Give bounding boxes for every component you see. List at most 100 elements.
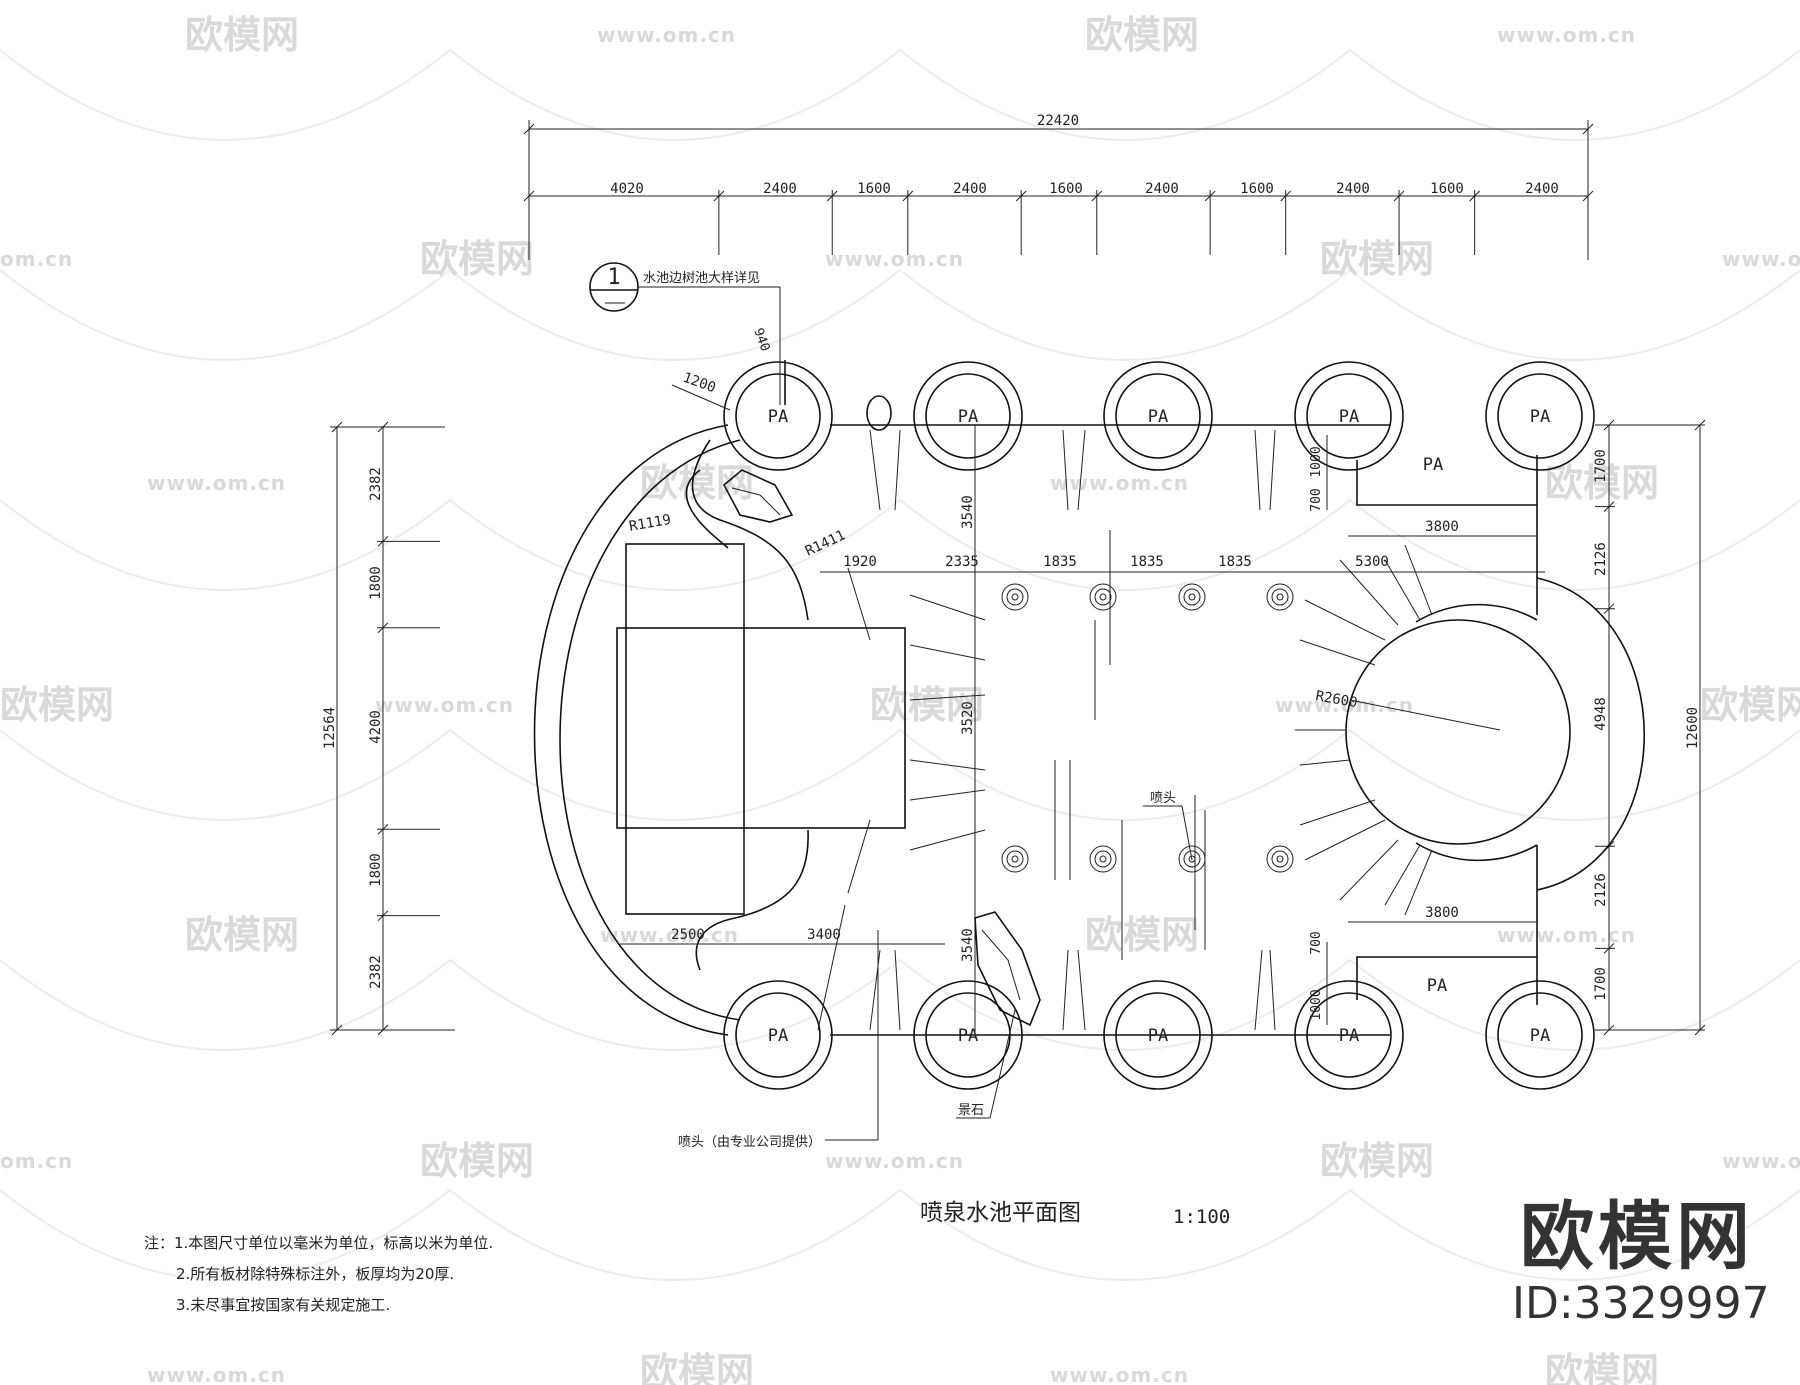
spray-line [1269, 949, 1276, 1031]
nozzle-ring [1271, 850, 1289, 868]
nozzle-group [1001, 583, 1294, 873]
spray-line [1404, 849, 1433, 916]
wm-brand: 欧模网 [185, 913, 299, 957]
planter-label: PA [1530, 407, 1550, 427]
planter: PA [1294, 361, 1404, 471]
dim-slash [377, 535, 389, 547]
dim-top: 1600 [1240, 181, 1274, 197]
spray-line [847, 819, 871, 894]
dim-top: 1600 [1049, 181, 1083, 197]
nozzle-core [1099, 855, 1107, 863]
nozzle [1266, 845, 1294, 873]
dim-slash [1603, 943, 1615, 954]
planter-label: PA [958, 407, 978, 427]
planter-outer-ring [1103, 361, 1213, 471]
planter-outer-ring [1103, 980, 1213, 1090]
wm-url: www.om.cn [1722, 1149, 1800, 1173]
planter-label: PA [1148, 407, 1168, 427]
inner-dimensions: 1920 2335 1835 1835 1835 5300 2500 3400 … [620, 326, 1545, 1035]
spray-line [1299, 799, 1376, 826]
dim-slash [1603, 603, 1615, 615]
dim-left: 4200 [368, 710, 384, 744]
wm-url: www.om.cn [1050, 471, 1189, 495]
spray-line [894, 949, 901, 1031]
wm-brand: 欧模网 [420, 1139, 534, 1183]
wm-url: om.cn [0, 1149, 73, 1173]
planter: PA [723, 980, 833, 1090]
spray-line [1339, 559, 1399, 626]
note-line: 2.所有板材除特殊标注外，板厚均为20厚. [176, 1265, 455, 1283]
dim-slash [377, 1024, 389, 1036]
dim-inner: 1835 [1043, 554, 1077, 570]
dim-slash [1603, 501, 1615, 512]
spray-line [909, 694, 986, 701]
spray-line [1077, 429, 1086, 511]
wm-brand: 欧模网 [1320, 237, 1434, 281]
dim-slash [377, 421, 389, 433]
radius-label: R1119 [628, 512, 672, 535]
dim-overall-left: 12564 [322, 707, 338, 749]
nozzle-ring [1001, 845, 1029, 873]
wm-brand: 欧模网 [1085, 13, 1199, 57]
drawing-title: 喷泉水池平面图 [920, 1200, 1081, 1226]
spray-line [1077, 949, 1086, 1031]
dim-top: 1600 [1430, 181, 1464, 197]
spray-line [1062, 949, 1069, 1031]
dim-slash [902, 190, 914, 202]
planter: PA [1485, 361, 1595, 471]
planter-outer-ring [1485, 980, 1595, 1090]
wm-brand: 欧模网 [870, 683, 984, 727]
dim-left: 2382 [368, 955, 384, 989]
nozzle-ring [1178, 583, 1206, 611]
dim-inner: 3400 [807, 927, 841, 943]
spray-line [1304, 599, 1386, 641]
wm-brand: 欧模网 [420, 237, 534, 281]
left-dimension-chain: 12564 2382 1800 4200 1800 2382 [322, 421, 455, 1036]
nozzle-label: 喷头 [1150, 791, 1176, 806]
nozzle [1178, 583, 1206, 611]
corner-dim: 1000 [1309, 989, 1324, 1020]
dim-slash [713, 190, 725, 202]
brand-name: 欧模网 [1520, 1194, 1754, 1280]
dim-left: 1800 [368, 566, 384, 600]
planter-inner-ring [735, 373, 821, 459]
nozzle-ring [1266, 583, 1294, 611]
spray-line [817, 904, 846, 1031]
dim-right: 2126 [1593, 873, 1609, 907]
spray-line [1384, 559, 1421, 621]
watermark-texts: 欧模网 www.om.cn 欧模网 www.om.cn om.cn 欧模网 ww… [0, 13, 1800, 1385]
dim-top: 2400 [1336, 181, 1370, 197]
dim-slash [1091, 190, 1103, 202]
nozzle-core [1099, 593, 1107, 601]
watermark-pattern [0, 48, 1800, 1281]
wm-brand: 欧模网 [0, 683, 114, 727]
rock-shapes [722, 395, 1041, 1027]
nozzle-ring [1006, 588, 1024, 606]
dim-inner: 2335 [945, 554, 979, 570]
top-dimension-chain: 22420 4020 2400 1600 2400 1600 2400 1600… [523, 113, 1594, 260]
spray-line [909, 789, 986, 801]
corner-dim: 700 [1309, 931, 1324, 954]
planter-dim: 1200 [681, 370, 718, 397]
planter-label: PA [1148, 1026, 1168, 1046]
planter-label: PA [768, 1026, 788, 1046]
nozzle [1266, 583, 1294, 611]
planter-label: PA [1339, 407, 1359, 427]
dim-right: 4948 [1593, 697, 1609, 731]
spray-line [1384, 844, 1421, 906]
pool-outline [533, 424, 1646, 1036]
planter-inner-ring [1115, 373, 1201, 459]
wm-brand: 欧模网 [640, 1350, 754, 1385]
general-notes: 注：1.本图尺寸单位以毫米为单位，标高以米为单位. 2.所有板材除特殊标注外，板… [144, 1228, 493, 1321]
planter-inner-ring [1497, 992, 1583, 1078]
dim-slash [826, 190, 838, 202]
wm-url: om.cn [0, 247, 73, 271]
dim-left: 2382 [368, 467, 384, 501]
nozzle-ring [1094, 850, 1112, 868]
dim-overall-top: 22420 [1037, 113, 1079, 129]
spray-line [847, 567, 871, 641]
note-line: 注：1.本图尺寸单位以毫米为单位，标高以米为单位. [144, 1234, 494, 1252]
dim-inner: 2500 [671, 927, 705, 943]
rock-label: 景石 [958, 1103, 984, 1118]
